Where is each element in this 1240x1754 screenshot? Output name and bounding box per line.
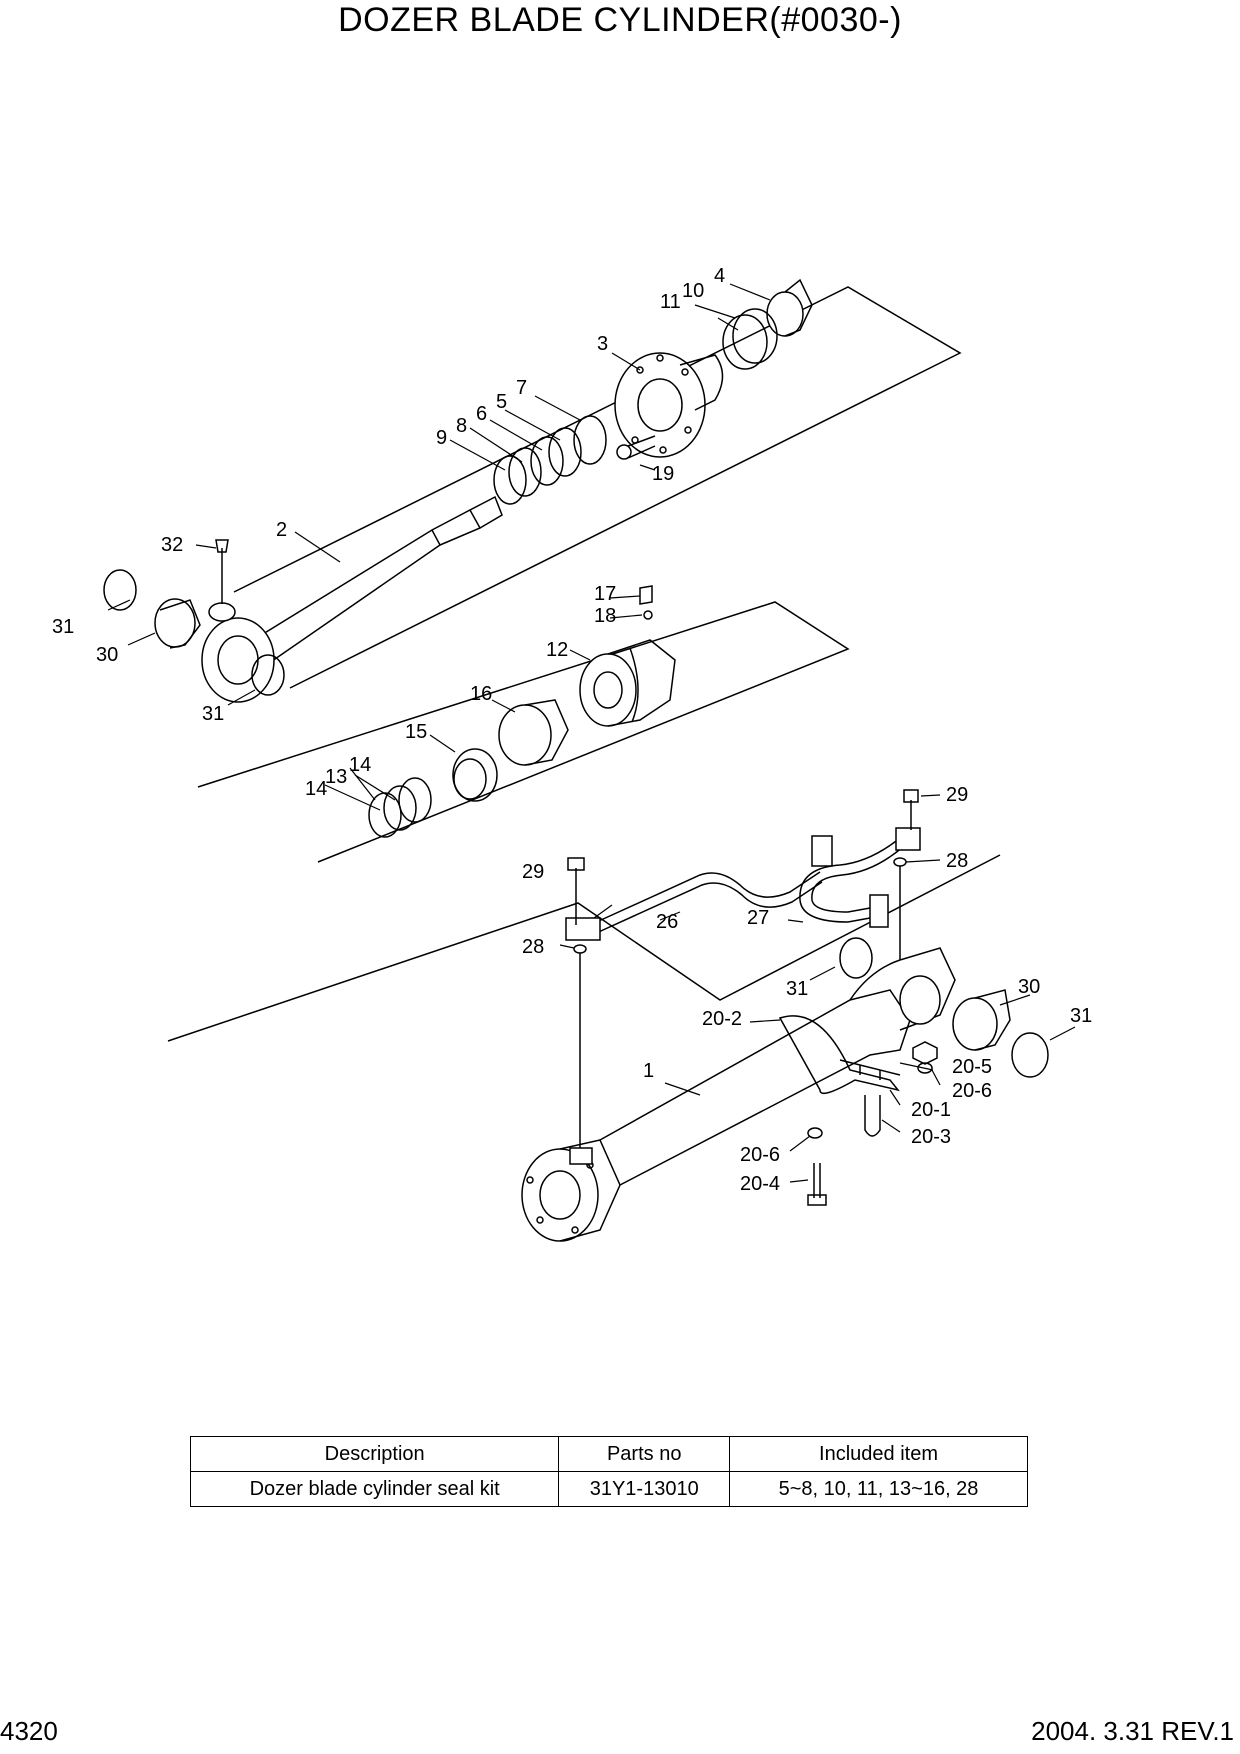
table-header-row: Description Parts no Included item	[189, 1436, 1028, 1472]
part-label: 14	[305, 778, 327, 800]
part-label: 20-4	[740, 1173, 780, 1195]
column-header-parts-no: Parts no	[558, 1436, 731, 1472]
part-label: 16	[470, 683, 492, 705]
column-header-description: Description	[189, 1436, 560, 1472]
cell-parts-no: 31Y1-13010	[558, 1471, 731, 1507]
dust-seal-part	[103, 569, 137, 611]
bolt-part	[567, 857, 585, 925]
part-label: 27	[747, 907, 769, 929]
seal-part	[530, 436, 564, 486]
part-label: 20-3	[911, 1126, 951, 1148]
ring-part	[732, 308, 778, 364]
seal-part	[508, 447, 542, 497]
seal-part	[453, 758, 487, 800]
gland-part	[614, 352, 724, 458]
o-ring-part	[893, 857, 907, 867]
revision-date: 2004. 3.31 REV.1	[1031, 1716, 1234, 1746]
part-label: 29	[522, 861, 544, 883]
clamp-part	[839, 1059, 901, 1080]
bushing-part	[766, 278, 813, 337]
cylinder-tube-part	[521, 947, 956, 1242]
part-label: 7	[516, 377, 527, 399]
pin-bushing-part	[952, 989, 1011, 1051]
seal-part	[368, 792, 402, 838]
ring-part	[722, 314, 768, 370]
seal-part	[383, 785, 417, 831]
pin-bushing-part	[154, 598, 201, 649]
grease-nipple-part	[215, 539, 229, 604]
part-label: 1	[643, 1060, 654, 1082]
seal-part	[573, 415, 607, 465]
part-label: 11	[660, 291, 681, 313]
part-label: 20-6	[740, 1144, 780, 1166]
cell-included-item: 5~8, 10, 11, 13~16, 28	[729, 1471, 1028, 1507]
part-label: 2	[276, 519, 287, 541]
part-label: 15	[405, 721, 427, 743]
page-title: DOZER BLADE CYLINDER(#0030-)	[338, 1, 902, 39]
cell-description: Dozer blade cylinder seal kit	[189, 1471, 560, 1507]
seal-part	[548, 427, 582, 477]
part-label: 18	[594, 605, 616, 627]
seal-part	[493, 455, 527, 505]
pipe-part	[565, 835, 833, 941]
part-label: 31	[1070, 1005, 1092, 1027]
bolt-part	[903, 789, 919, 830]
piston-rod-part	[201, 495, 503, 703]
bolt-part	[616, 435, 656, 460]
piston-part	[579, 639, 676, 727]
part-label: 5	[496, 391, 507, 413]
part-label: 28	[946, 850, 968, 872]
part-label: 20-2	[702, 1008, 742, 1030]
part-label: 26	[656, 911, 678, 933]
wear-ring-part	[498, 699, 569, 766]
dust-seal-part	[1011, 1032, 1049, 1078]
part-label: 3	[597, 333, 608, 355]
nut-part	[912, 1041, 938, 1065]
steel-ball-part	[643, 610, 653, 620]
part-label: 32	[161, 534, 183, 556]
table-row: Dozer blade cylinder seal kit 31Y1-13010…	[189, 1471, 1028, 1507]
dust-seal-part	[251, 654, 285, 696]
cylinder-assembly-outline	[167, 854, 1001, 1042]
dust-seal-part	[839, 937, 873, 979]
part-label: 8	[456, 415, 467, 437]
set-screw-part	[639, 585, 653, 605]
part-label: 30	[1018, 976, 1040, 998]
washer-part	[917, 1062, 933, 1074]
seal-part	[452, 748, 498, 802]
page-number: 4320	[0, 1716, 58, 1746]
u-bolt-part	[864, 1095, 881, 1137]
part-label: 31	[52, 616, 74, 638]
part-label: 12	[546, 639, 568, 661]
part-label: 6	[476, 403, 487, 425]
bolt-part	[807, 1163, 827, 1206]
column-header-included-item: Included item	[729, 1436, 1028, 1472]
washer-part	[807, 1127, 823, 1139]
leader-lines	[107, 283, 1076, 1183]
o-ring-part	[573, 944, 587, 954]
part-label: 31	[202, 703, 224, 725]
part-label: 9	[436, 427, 447, 449]
part-label: 13	[325, 766, 347, 788]
seal-kit-table: Description Parts no Included item Dozer…	[189, 1436, 1028, 1507]
part-label: 19	[652, 463, 674, 485]
part-label: 31	[786, 978, 808, 1000]
part-label: 10	[682, 280, 704, 302]
part-labels: 1 2 3 4 5 6 7 8 9 10 11 12 13 14 14 15 1…	[52, 265, 1092, 1195]
part-label: 4	[714, 265, 725, 287]
part-label: 14	[349, 754, 371, 776]
seal-part	[398, 777, 432, 823]
clamp-part	[778, 1015, 900, 1095]
pipe-part	[799, 827, 921, 928]
part-label: 20-1	[911, 1099, 951, 1121]
part-label: 20-6	[952, 1080, 992, 1102]
part-label: 20-5	[952, 1056, 992, 1078]
part-label: 30	[96, 644, 118, 666]
part-label: 17	[594, 583, 616, 605]
part-label: 29	[946, 784, 968, 806]
part-label: 28	[522, 936, 544, 958]
piston-assembly-outline	[197, 601, 850, 863]
